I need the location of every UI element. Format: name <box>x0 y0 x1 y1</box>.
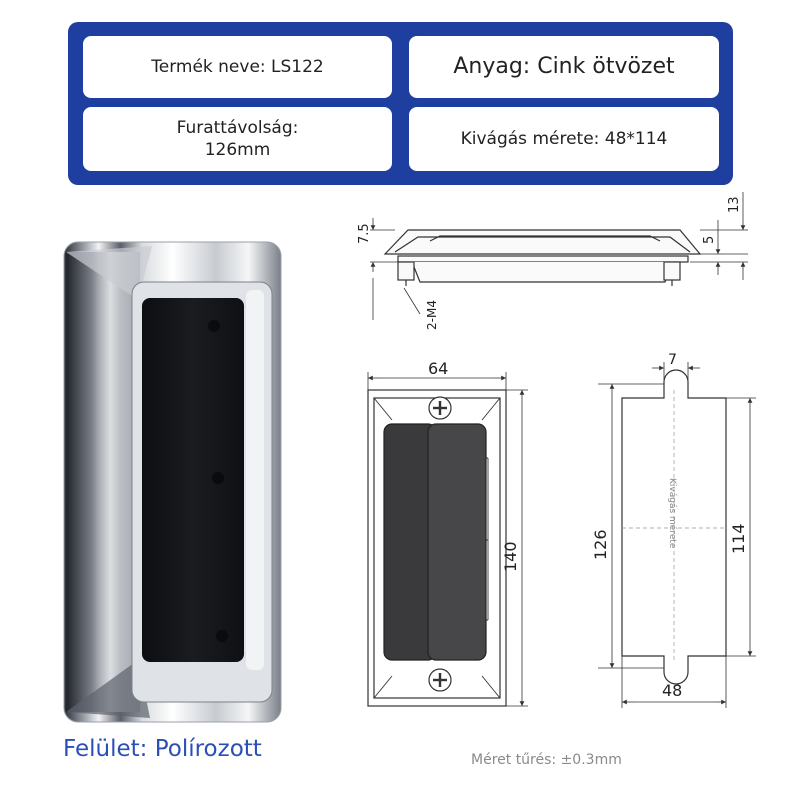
surface-finish-label: Felület: Polírozott <box>63 736 262 762</box>
product-name-label: Termék neve: LS122 <box>151 56 324 77</box>
hole-distance-value: 126mm <box>204 140 271 160</box>
hole-distance-box: Furattávolság: 126mm <box>83 107 392 171</box>
dim-width: 64 <box>428 359 448 378</box>
dim-cutout-length: 114 <box>729 523 748 554</box>
material-label: Anyag: Cink ötvözet <box>453 53 675 79</box>
handle-photo <box>63 241 282 723</box>
side-view-drawing <box>370 192 748 320</box>
dim-side-height: 7.5 <box>357 223 372 244</box>
cutout-size-box: Kivágás mérete: 48*114 <box>409 107 719 171</box>
dim-total-height: 13 <box>727 196 742 213</box>
product-name-box: Termék neve: LS122 <box>83 36 392 98</box>
dim-lip-height: 5 <box>702 236 717 244</box>
material-box: Anyag: Cink ötvözet <box>409 36 719 98</box>
cutout-size-label: Kivágás mérete: 48*114 <box>460 128 668 149</box>
hole-distance-title: Furattávolság: <box>176 117 299 138</box>
dim-hole-distance: 126 <box>591 529 610 560</box>
cutout-center-label: Kivágás mérete <box>667 478 678 549</box>
tolerance-label: Méret tűrés: ±0.3mm <box>471 752 622 768</box>
dim-thread: 2-M4 <box>425 300 439 330</box>
cutout-view-drawing <box>598 362 756 708</box>
dim-cutout-width: 48 <box>662 681 682 700</box>
dim-length: 140 <box>501 541 520 572</box>
top-view-drawing <box>367 372 528 707</box>
dim-notch: 7 <box>668 352 677 368</box>
